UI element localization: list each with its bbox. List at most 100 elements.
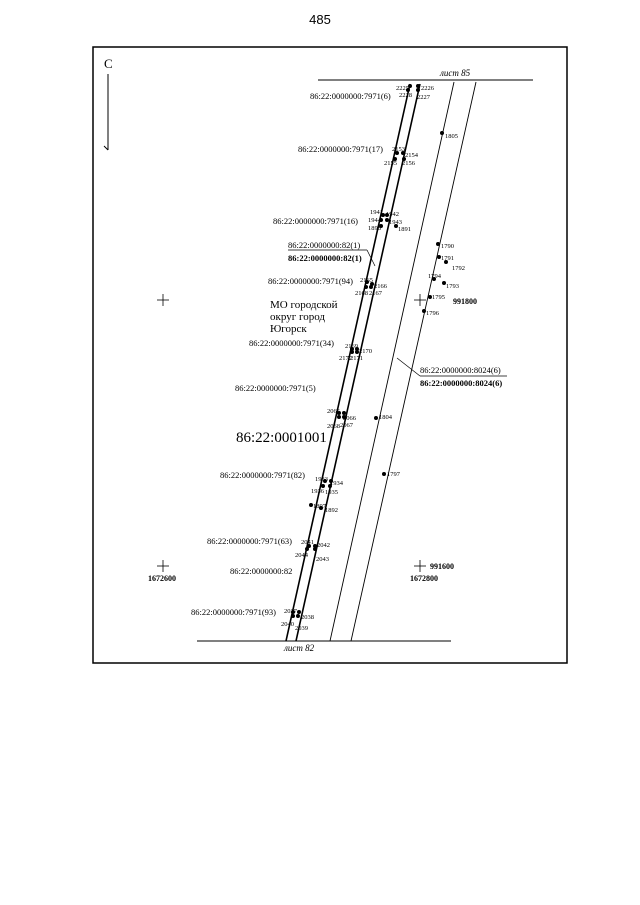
map-frame: [92, 46, 568, 664]
vertex-point: [394, 224, 398, 228]
vertex-point: [291, 614, 295, 618]
vertex-point: [428, 295, 432, 299]
vertex-point: [437, 255, 441, 259]
parcel-label: 86:22:0000000:82(1): [288, 253, 362, 263]
coord-label: 991600: [430, 562, 454, 571]
vertex-label: 2165: [360, 277, 373, 284]
vertex-label: 2228: [399, 92, 412, 99]
vertex-point: [379, 218, 383, 222]
vertex-point: [422, 309, 426, 313]
vertex-point: [369, 285, 373, 289]
vertex-label: 2042: [317, 542, 330, 549]
parcel-label: 86:22:0000000:82: [230, 566, 292, 576]
vertex-point: [342, 411, 346, 415]
parcel-label: 86:22:0000000:7971(5): [235, 383, 316, 393]
vertex-point: [313, 547, 317, 551]
parcel-label: 86:22:0000000:8024(6): [420, 365, 501, 375]
parcel-label: 86:22:0000000:7971(94): [268, 276, 353, 286]
quarter-label: 86:22:0001001: [236, 430, 327, 446]
vertex-label: 2066: [343, 415, 357, 422]
vertex-label: 2225: [396, 85, 409, 92]
vertex-label: 2226: [421, 85, 435, 92]
vertex-point: [416, 88, 420, 92]
vertex-label: 2155: [384, 160, 397, 167]
parcel-label: 86:22:0000000:7971(6): [310, 91, 391, 101]
vertex-label: 1791: [441, 255, 454, 262]
vertex-point: [329, 479, 333, 483]
vertex-label: 1943: [389, 219, 402, 226]
vertex-point: [328, 484, 332, 488]
vertex-label: 2156: [402, 160, 416, 167]
vertex-label: 1933: [315, 476, 328, 483]
vertex-point: [406, 88, 410, 92]
vertex-point: [408, 84, 412, 88]
vertex-point: [309, 503, 313, 507]
coord-label: 991800: [453, 297, 477, 306]
vertex-label: 2170: [359, 348, 372, 355]
vertex-label: 1934: [330, 480, 344, 487]
parcel-labels: 86:22:0000000:7971(6) 86:22:0000000:7971…: [191, 91, 502, 617]
vertex-point: [321, 484, 325, 488]
vertex-point: [393, 157, 397, 161]
vertex-label: 2065: [327, 408, 340, 415]
sheet-top-label: лист 85: [439, 68, 471, 78]
vertex-label: 2154: [405, 152, 419, 159]
leader-lines: [288, 249, 507, 377]
vertex-point: [436, 242, 440, 246]
vertex-point: [401, 151, 405, 155]
vertex-point: [355, 347, 359, 351]
vertex-label: 1941: [370, 209, 383, 216]
vertex-point: [355, 350, 359, 354]
vertex-label: 2043: [316, 556, 329, 563]
vertex-point: [416, 84, 420, 88]
municipality-label: Югорск: [270, 323, 307, 335]
vertex-point: [297, 610, 301, 614]
vertex-label: 1892: [325, 507, 338, 514]
vertex-point: [342, 415, 346, 419]
vertex-label: 2067: [340, 422, 354, 429]
grid-crosses: [157, 294, 426, 572]
vertex-label: 1790: [441, 243, 454, 250]
vertex-label: 2227: [417, 94, 431, 101]
vertex-label: 1936: [311, 488, 325, 495]
vertex-label: 1792: [452, 265, 465, 272]
vertex-point: [382, 472, 386, 476]
vertex-label: 1797: [387, 471, 401, 478]
vertex-label: 1898: [368, 225, 381, 232]
coord-label: 1672800: [410, 574, 438, 583]
vertex-point: [313, 544, 317, 548]
municipality-label: округ город: [270, 311, 325, 323]
vertex-label: 2039: [295, 625, 308, 632]
vertex-label: 1805: [445, 133, 458, 140]
vertex-point: [402, 157, 406, 161]
parcel-label: 86:22:0000000:8024(6): [420, 378, 502, 388]
vertex-point: [291, 610, 295, 614]
parcel-label: 86:22:0000000:82(1): [288, 240, 360, 250]
vertex-label: 1793: [446, 283, 459, 290]
vertex-label: 1935: [325, 489, 338, 496]
vertex-label: 1795: [432, 294, 445, 301]
vertex-label: 2037: [284, 608, 298, 615]
vertex-label: 2167: [369, 290, 383, 297]
vertex-label: 1944: [368, 217, 382, 224]
vertex-point: [350, 350, 354, 354]
parcel-label: 86:22:0000000:7971(17): [298, 144, 383, 154]
parcel-label: 86:22:0000000:7971(93): [191, 607, 276, 617]
vertex-point: [323, 479, 327, 483]
vertex-label: 2041: [301, 539, 314, 546]
vertex-point: [379, 224, 383, 228]
vertex-point: [385, 218, 389, 222]
vertex-point: [374, 416, 378, 420]
vertex-label: 1804: [379, 414, 393, 421]
vertex-point: [337, 415, 341, 419]
vertex-point: [364, 285, 368, 289]
page-number: 485: [309, 12, 331, 27]
vertex-label: 1891: [398, 226, 411, 233]
vertex-point: [350, 347, 354, 351]
vertex-point: [305, 547, 309, 551]
vertex-label: 2168: [355, 290, 368, 297]
parcel-label: 86:22:0000000:7971(34): [249, 338, 334, 348]
vertex-label: 2171: [350, 355, 363, 362]
vertex-label: 2169: [345, 343, 358, 350]
